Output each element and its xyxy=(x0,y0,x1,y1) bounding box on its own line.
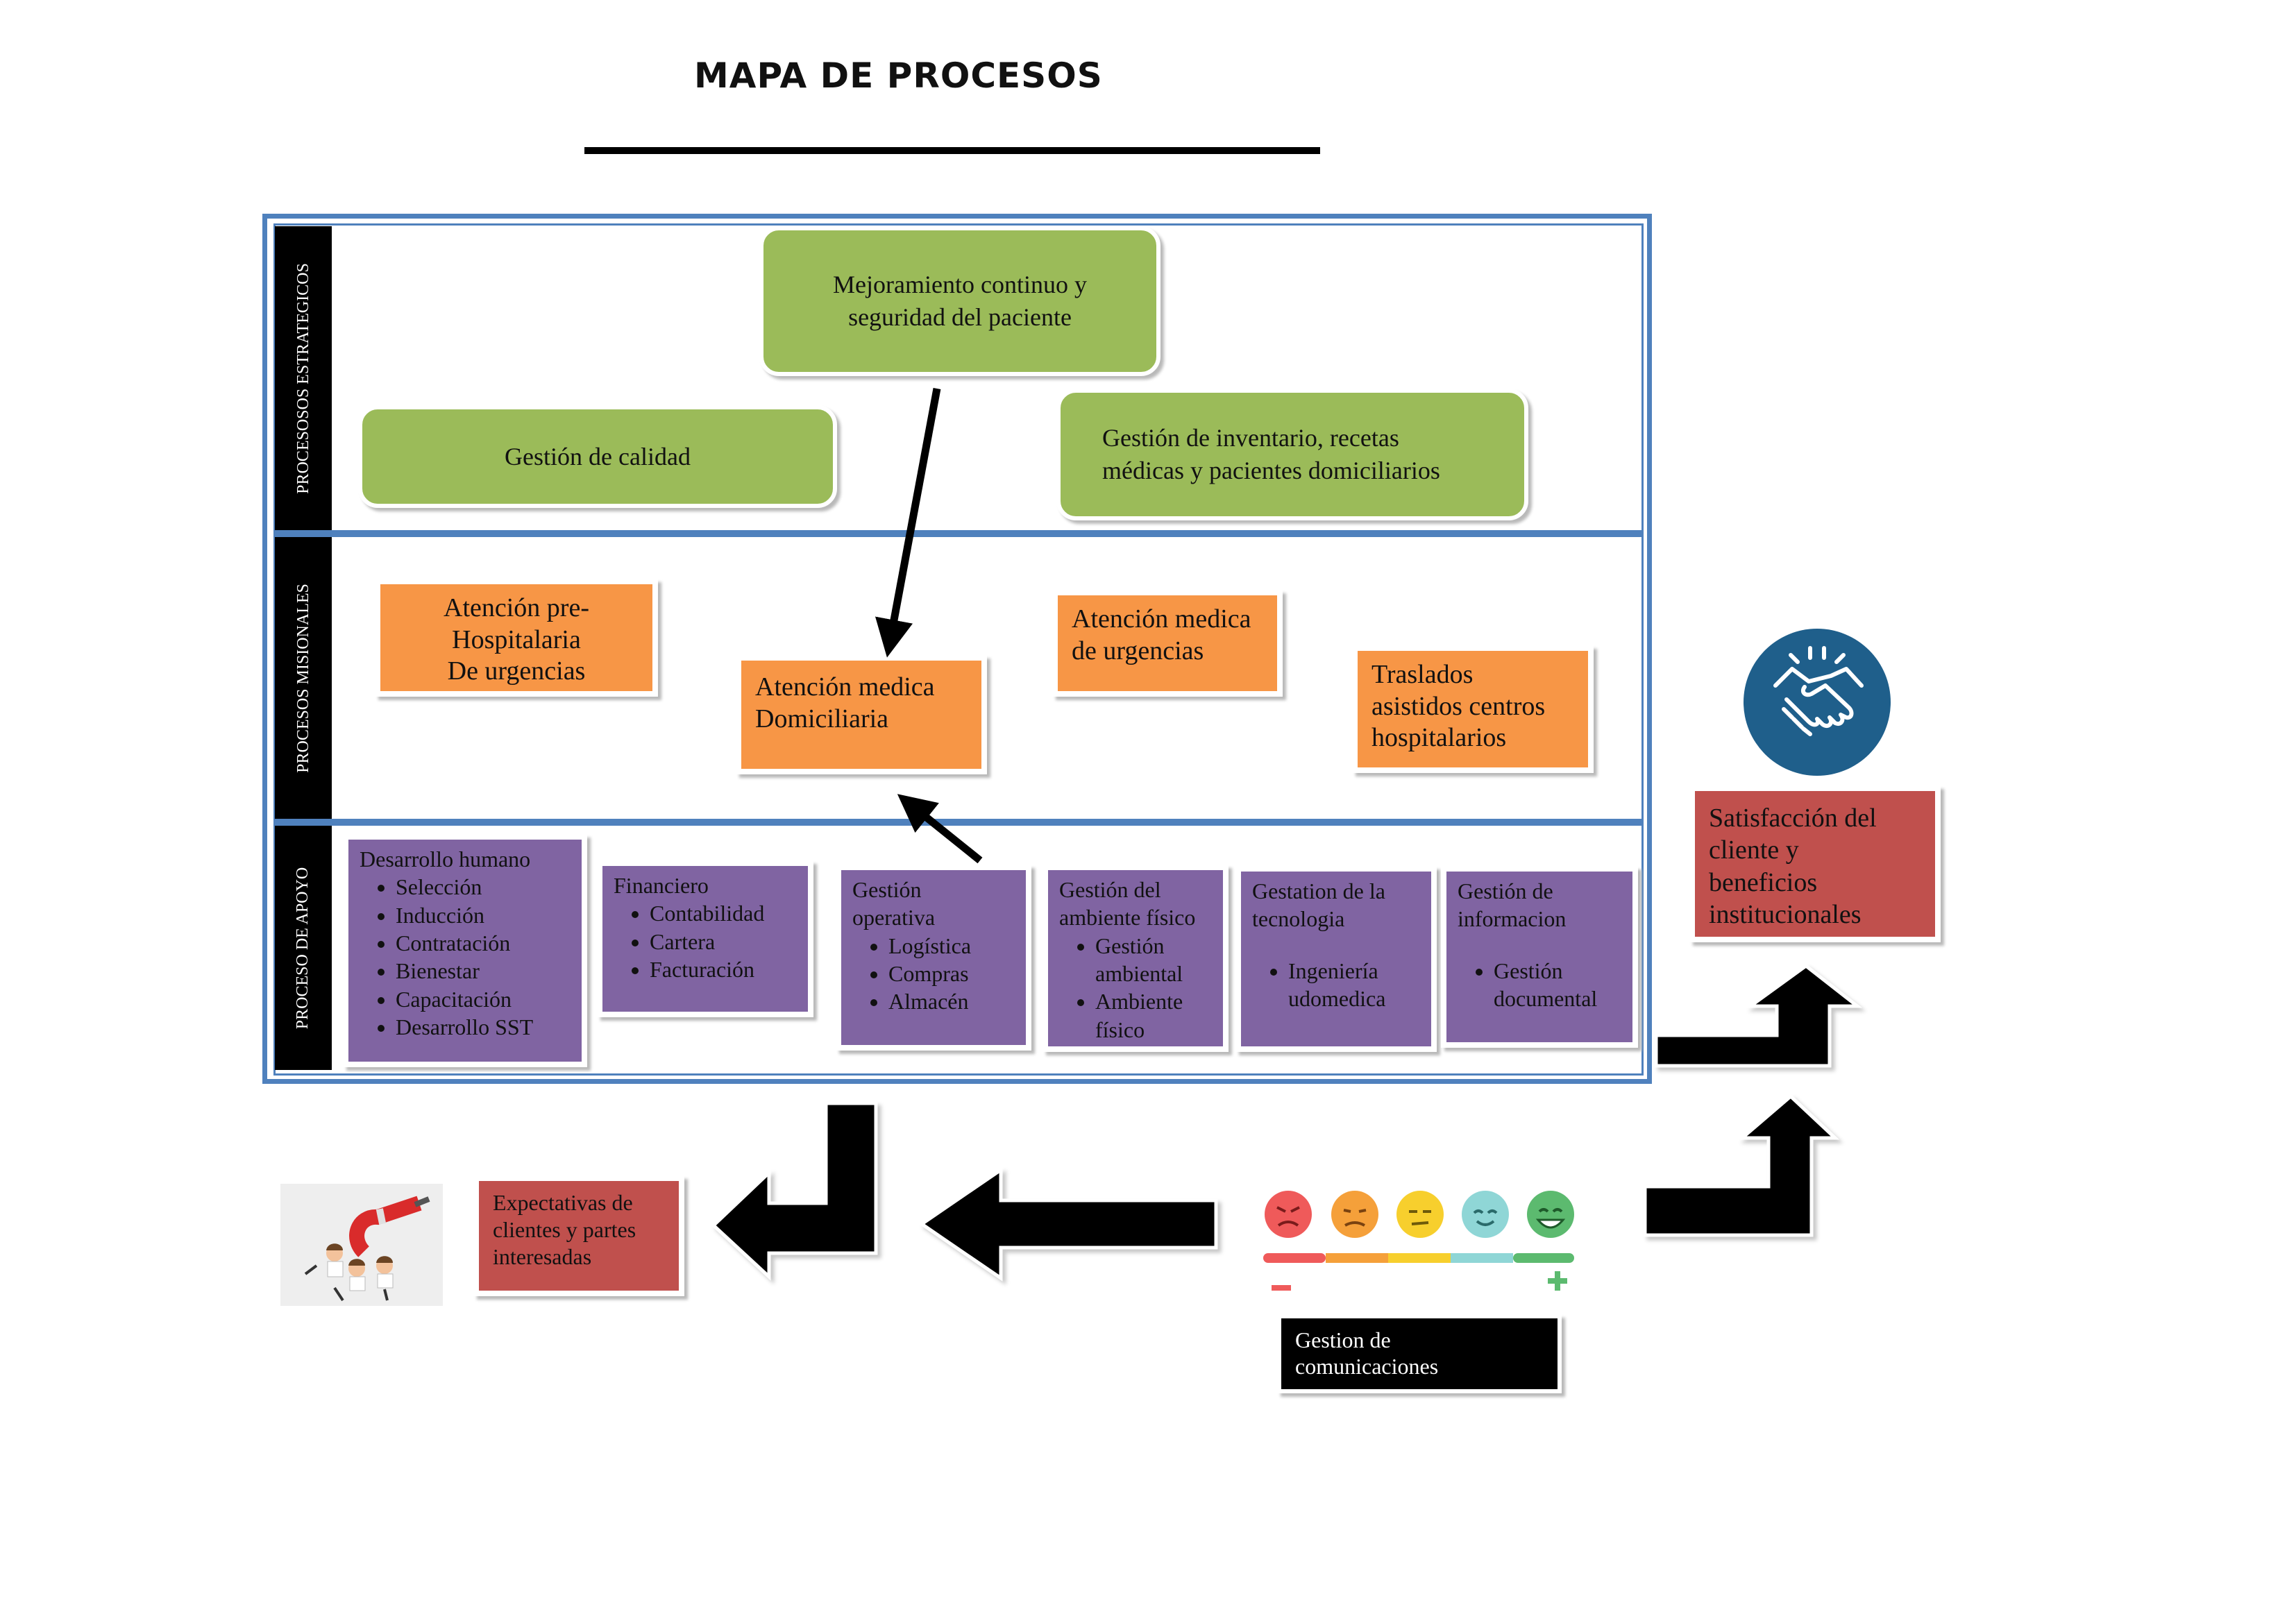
list-item: Contabilidad xyxy=(650,899,797,927)
box-desarrollo-humano: Desarrollo humano Selección Inducción Co… xyxy=(343,834,587,1067)
list-item: Selección xyxy=(396,873,571,901)
box-financiero: Financiero Contabilidad Cartera Facturac… xyxy=(597,860,813,1017)
block-arrow-down-left xyxy=(711,1101,878,1281)
list-item: Cartera xyxy=(650,928,797,955)
emoji-sad-icon xyxy=(1331,1191,1378,1238)
arrow-apoyo-to-domiciliaria xyxy=(897,794,983,864)
emoji-content-icon xyxy=(1462,1191,1509,1238)
band-label-estrategicos: PROCESOSOS ESTRATEGICOS xyxy=(275,226,332,530)
block-arrow-left-middle xyxy=(918,1166,1218,1282)
box-gestion-tecnologia: Gestation de la tecnologia Ingeniería ud… xyxy=(1235,866,1437,1052)
list-item: Facturación xyxy=(650,955,797,983)
list-item: Desarrollo SST xyxy=(396,1013,571,1041)
handshake-icon xyxy=(1744,629,1891,776)
page-title: MAPA DE PROCESOS xyxy=(694,56,1103,96)
block-arrow-up-right-bottom xyxy=(1643,1094,1840,1237)
process-map-inner-frame xyxy=(273,223,1644,1076)
list-item: Almacén xyxy=(888,987,1015,1015)
band-divider-1 xyxy=(273,530,1644,537)
box-gestion-ambiente-fisico: Gestión del ambiente físico Gestión ambi… xyxy=(1043,865,1229,1052)
list-item: Ambiente físico xyxy=(1095,987,1212,1044)
list-item: Logística xyxy=(888,932,1015,960)
box-traslados-asistidos: Traslados asistidos centros hospitalario… xyxy=(1352,645,1594,773)
box-satisfaccion-cliente: Satisfacción del cliente y beneficios in… xyxy=(1689,785,1941,942)
list-item: Compras xyxy=(888,960,1015,987)
emoji-angry-icon xyxy=(1265,1191,1312,1238)
magnet-people-icon xyxy=(280,1184,443,1306)
block-arrow-up-right-top xyxy=(1654,963,1863,1068)
emoji-happy-icon xyxy=(1527,1191,1574,1238)
list-item: Inducción xyxy=(396,901,571,929)
box-atencion-domiciliaria: Atención medica Domiciliaria xyxy=(736,655,987,774)
box-gestion-informacion: Gestión de informacion Gestión documenta… xyxy=(1441,866,1638,1048)
box-gestion-calidad: Gestión de calidad xyxy=(358,405,837,508)
band-label-misionales: PROCESOS MISIONALES xyxy=(275,537,332,819)
list-item: Contratación xyxy=(396,929,571,957)
title-underline xyxy=(584,147,1320,154)
band-divider-2 xyxy=(273,819,1644,826)
box-expectativas-clientes: Expectativas de clientes y partes intere… xyxy=(473,1175,684,1296)
list-item: Bienestar xyxy=(396,957,571,985)
box-atencion-urgencias: Atención medica de urgencias xyxy=(1052,590,1283,697)
minus-icon xyxy=(1272,1285,1291,1291)
list-item: Capacitación xyxy=(396,985,571,1013)
list-item: Ingeniería udomedica xyxy=(1288,957,1420,1013)
box-atencion-prehospitalaria: Atención pre- Hospitalaria De urgencias xyxy=(375,579,658,697)
list-item: Gestión ambiental xyxy=(1095,932,1212,988)
box-gestion-operativa: Gestión operativa Logística Compras Alma… xyxy=(836,865,1031,1051)
box-gestion-comunicaciones: Gestion de comunicaciones xyxy=(1277,1314,1562,1393)
process-map-frame xyxy=(262,214,1652,1084)
emoji-rating-scale-icon xyxy=(1263,1191,1574,1291)
emoji-neutral-icon xyxy=(1396,1191,1444,1238)
band-label-apoyo: PROCESO DE APOYO xyxy=(275,826,332,1070)
list-item: Gestión documental xyxy=(1494,957,1621,1013)
arrow-mejoramiento-to-domiciliaria xyxy=(875,387,941,658)
